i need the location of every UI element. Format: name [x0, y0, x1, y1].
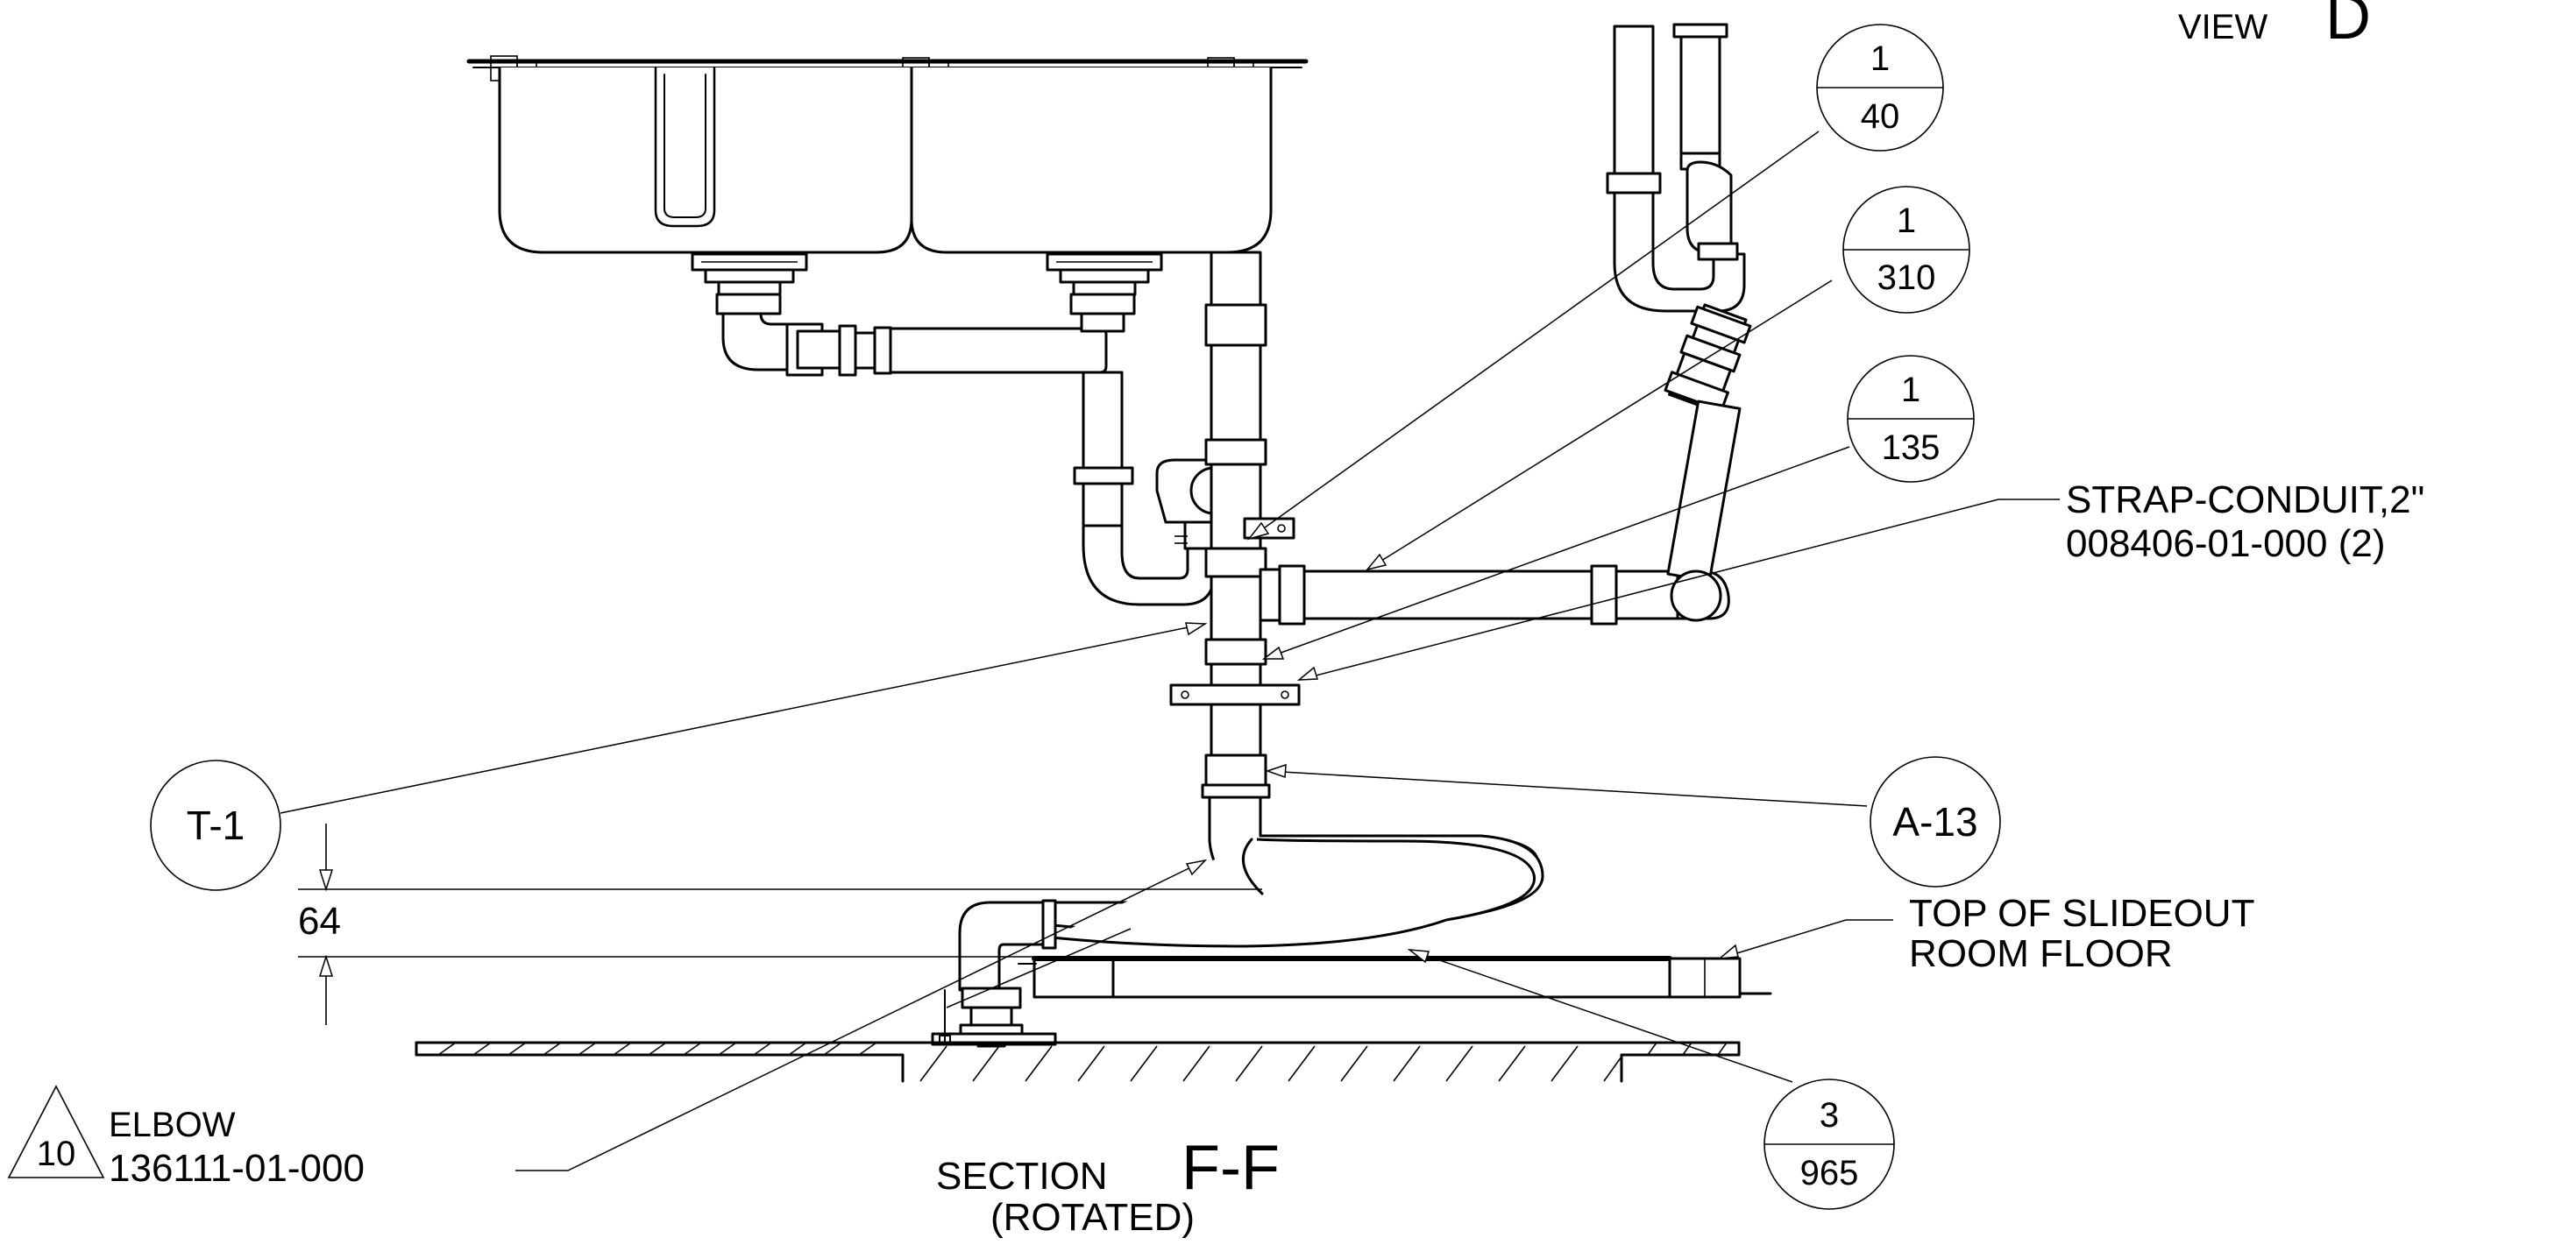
dimension-value: 64: [298, 900, 341, 943]
callout-1-135: 1 135: [1847, 355, 1975, 483]
callout-bottom: 310: [1877, 258, 1936, 297]
callout-1-40: 1 40: [1816, 24, 1944, 152]
callout-top: 3: [1820, 1096, 1839, 1135]
elbow-flag-number: 10: [37, 1135, 76, 1173]
floor-note-line2: ROOM FLOOR: [1909, 932, 2173, 975]
callout-1-310: 1 310: [1842, 186, 1970, 314]
elbow-note-line1: ELBOW: [109, 1106, 236, 1144]
dimension-64: 64: [298, 824, 1262, 1025]
elbow-note-line2: 136111-01-000: [109, 1147, 365, 1190]
strap-conduit-note: STRAP-CONDUIT,2" 008406-01-000 (2): [2066, 478, 2424, 565]
double-sink: [466, 55, 1309, 315]
cross-connect-pipe: [721, 312, 1134, 485]
tag-t1: T-1: [150, 760, 281, 891]
tag-t1-label: T-1: [187, 803, 245, 848]
strap-note-line2: 008406-01-000 (2): [2066, 522, 2385, 565]
slideout-floor: [1018, 956, 1772, 999]
ground-line: [415, 989, 1741, 1083]
view-title: VIEW D: [2178, 0, 2371, 53]
main-drain-stack: [1169, 251, 1301, 799]
callout-top: 1: [1901, 371, 1920, 409]
flex-drain-loop: [931, 796, 1544, 1048]
section-prefix: SECTION: [936, 1155, 1108, 1198]
tag-a13: A-13: [1870, 756, 2001, 888]
section-note: (ROTATED): [990, 1196, 1195, 1239]
svg-text:VIEW: VIEW: [2178, 8, 2267, 46]
callout-top: 1: [1897, 202, 1916, 240]
tag-a13-label: A-13: [1892, 799, 1977, 845]
view-prefix: VIEW: [2178, 8, 2267, 46]
leader-lines: [280, 131, 2060, 1171]
view-letter: D: [2325, 0, 2371, 53]
vent-stack: [1606, 23, 1752, 622]
floor-note-line1: TOP OF SLIDEOUT: [1909, 892, 2254, 935]
section-title: SECTION F-F (ROTATED): [936, 1133, 1280, 1239]
strap-note-line1: STRAP-CONDUIT,2": [2066, 478, 2424, 521]
section-letters: F-F: [1182, 1133, 1280, 1203]
callout-3-965: 3 965: [1763, 1079, 1895, 1210]
callout-bottom: 965: [1800, 1154, 1859, 1192]
callout-top: 1: [1870, 39, 1890, 78]
callout-bottom: 135: [1882, 428, 1941, 467]
elbow-note: 10 ELBOW 136111-01-000: [7, 1085, 365, 1190]
horizontal-drain: [1259, 564, 1730, 626]
callout-bottom: 40: [1861, 97, 1900, 136]
slideout-floor-note: TOP OF SLIDEOUT ROOM FLOOR: [1909, 892, 2254, 975]
